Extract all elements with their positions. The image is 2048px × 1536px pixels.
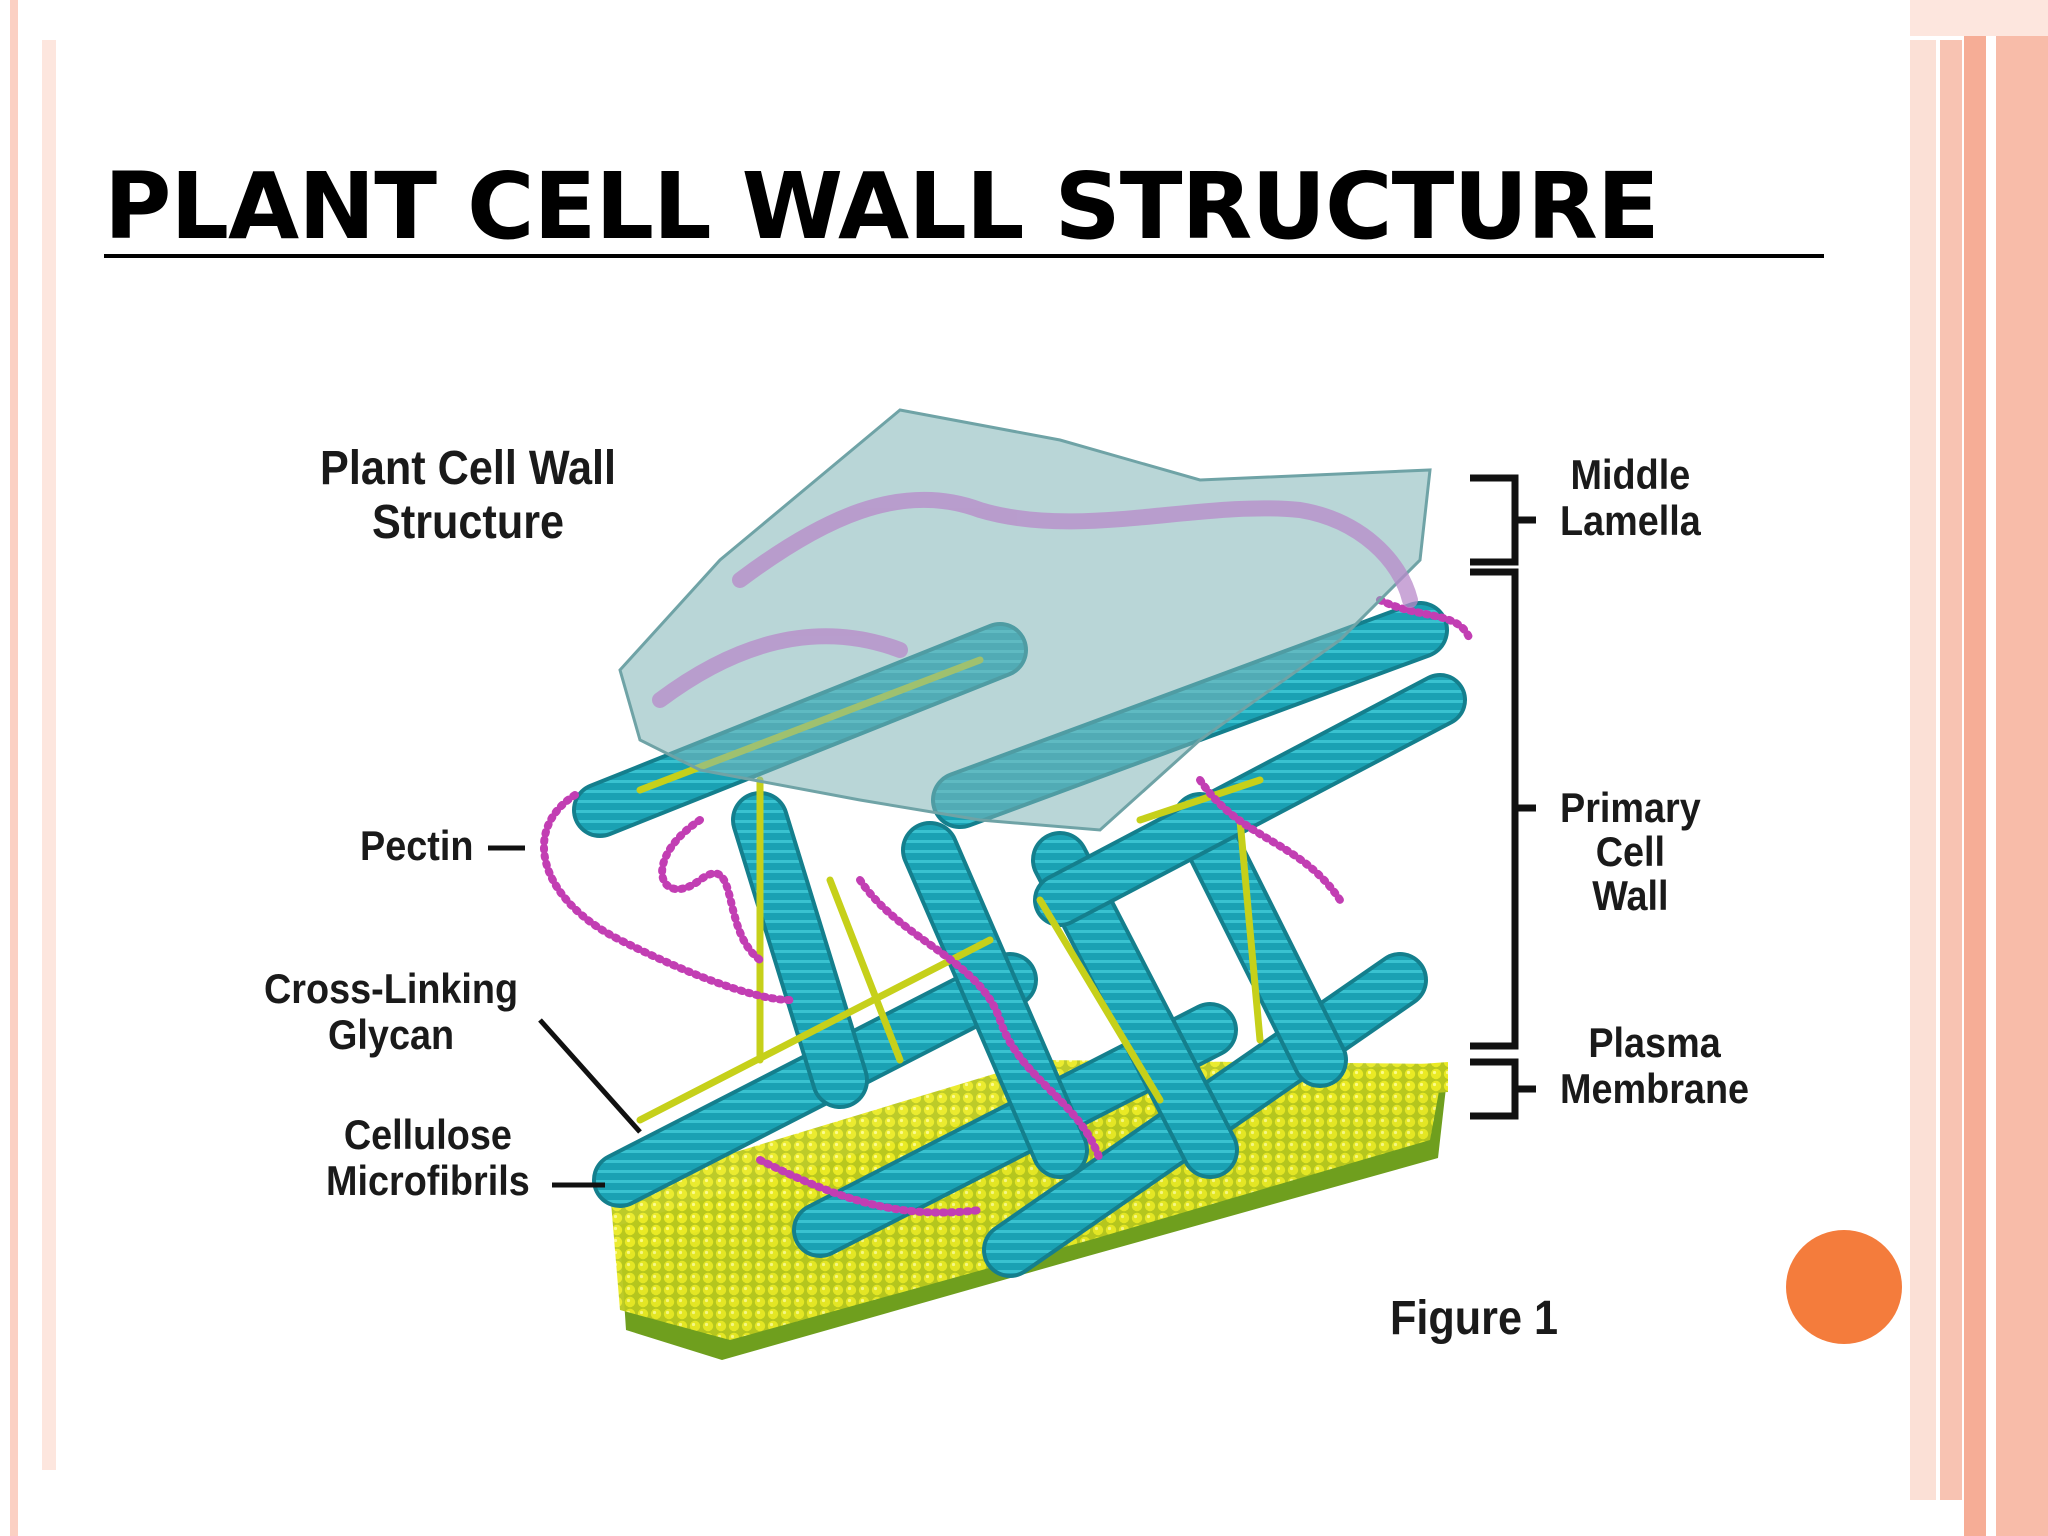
figure-caption-text: Figure 1 bbox=[1390, 1292, 1558, 1345]
cellulose-microfibrils-line-1: Cellulose bbox=[326, 1112, 530, 1158]
cross-linking-glycan-label: Cross-Linking Glycan bbox=[264, 966, 518, 1058]
cellulose-microfibrils-label: Cellulose Microfibrils bbox=[326, 1112, 530, 1204]
primary-cell-wall-label: Primary Cell Wall bbox=[1560, 786, 1701, 918]
plasma-membrane-label: Plasma Membrane bbox=[1560, 1020, 1749, 1112]
layer-brackets bbox=[1470, 478, 1536, 1116]
slide-decoration-dot bbox=[1786, 1230, 1902, 1344]
figure-heading: Plant Cell Wall Structure bbox=[320, 442, 616, 550]
figure-heading-line-1: Plant Cell Wall bbox=[320, 442, 616, 496]
figure-caption: Figure 1 bbox=[1390, 1292, 1558, 1346]
middle-lamella-line-2: Lamella bbox=[1560, 498, 1701, 544]
cross-linking-glycan-line-1: Cross-Linking bbox=[264, 966, 518, 1012]
pectin-label-text: Pectin bbox=[360, 822, 473, 869]
primary-cell-wall-line-2: Cell bbox=[1560, 830, 1701, 874]
primary-cell-wall-line-3: Wall bbox=[1560, 874, 1701, 918]
middle-lamella-line-1: Middle bbox=[1560, 452, 1701, 498]
plasma-membrane-line-1: Plasma bbox=[1560, 1020, 1749, 1066]
plasma-membrane-line-2: Membrane bbox=[1560, 1066, 1749, 1112]
figure-heading-line-2: Structure bbox=[320, 496, 616, 550]
cross-linking-glycan-line-2: Glycan bbox=[264, 1012, 518, 1058]
middle-lamella-label: Middle Lamella bbox=[1560, 452, 1701, 544]
cellulose-microfibrils-line-2: Microfibrils bbox=[326, 1158, 530, 1204]
pectin-label: Pectin bbox=[360, 822, 473, 870]
primary-cell-wall-line-1: Primary bbox=[1560, 786, 1701, 830]
